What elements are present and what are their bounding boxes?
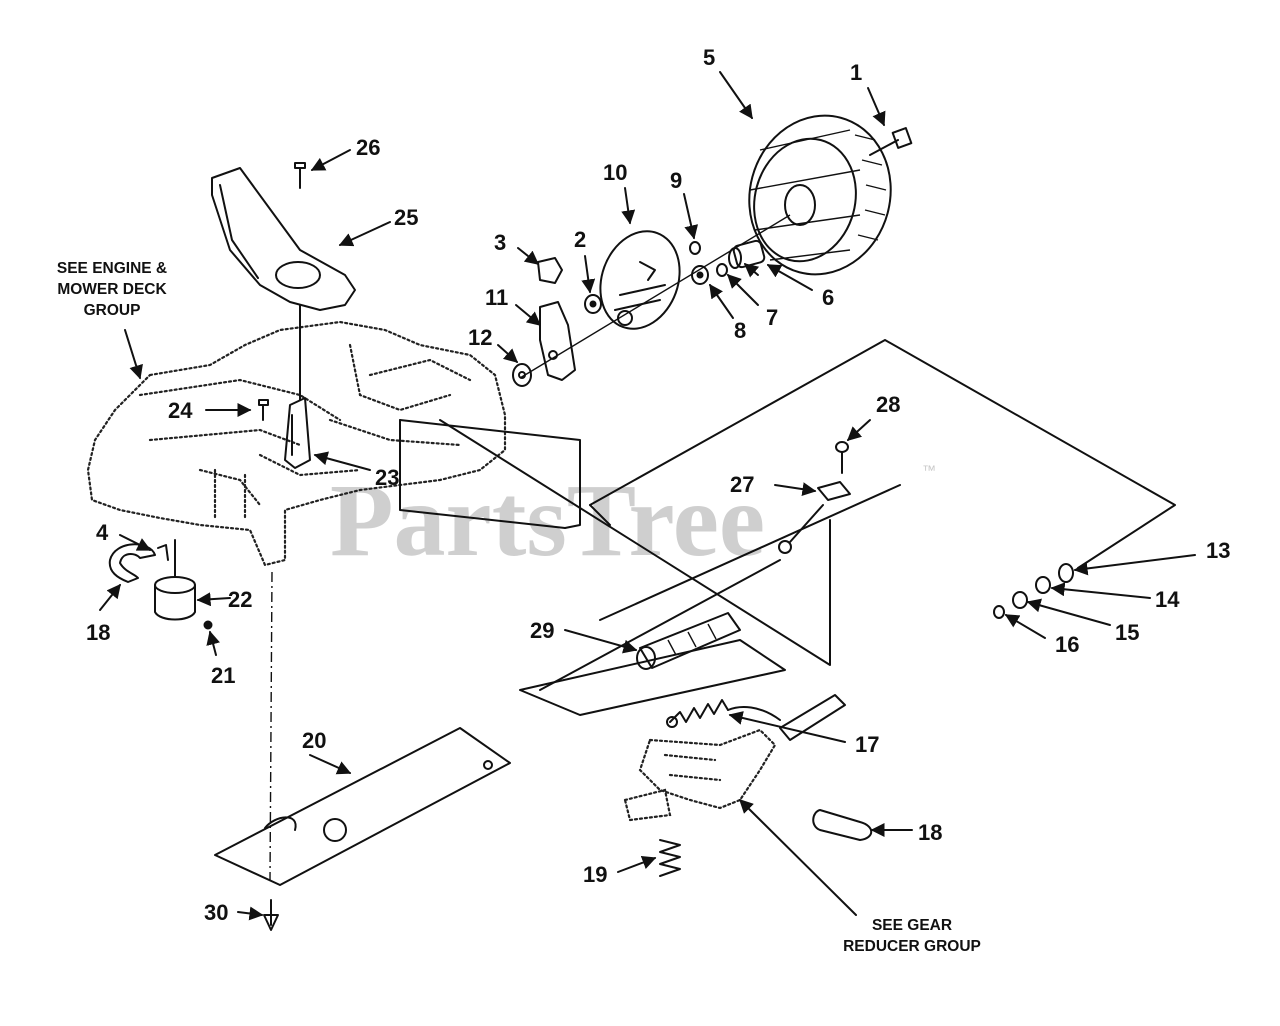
washer-13 [1058, 563, 1074, 583]
leader-arrows [99, 71, 1196, 921]
engine-group-note: SEE ENGINE & MOWER DECK GROUP [57, 260, 168, 319]
nut-2 [584, 294, 602, 314]
callout-2: 2 [574, 227, 586, 252]
callout-25: 25 [394, 205, 418, 230]
nut-21 [203, 620, 213, 630]
bolt-1 [869, 127, 913, 156]
callout-1: 1 [850, 60, 862, 85]
callout-3: 3 [494, 230, 506, 255]
washer-9 [689, 241, 701, 255]
engine-note-line2: MOWER DECK [57, 281, 167, 298]
spring-17 [666, 699, 781, 728]
clip-3 [537, 257, 563, 284]
callout-17: 17 [855, 732, 879, 757]
plate-27 [778, 481, 851, 554]
height-bracket-23 [284, 397, 311, 469]
bolt-28 [835, 441, 849, 474]
callout-26: 26 [356, 135, 380, 160]
callout-11: 11 [485, 285, 508, 310]
mower-deck-outline [86, 320, 507, 567]
gear-reducer-outline [623, 728, 777, 822]
callout-13: 13 [1206, 538, 1230, 563]
washer-7 [716, 263, 728, 277]
bushing-6 [728, 239, 766, 269]
rod [779, 694, 846, 741]
axle-line [519, 214, 791, 379]
callout-21: 21 [211, 663, 235, 688]
callout-7: 7 [766, 305, 778, 330]
callout-10: 10 [603, 160, 627, 185]
handle-bracket-25 [211, 167, 356, 401]
ring-16 [993, 605, 1005, 619]
washer-14 [1035, 576, 1051, 594]
washer-12 [512, 363, 532, 387]
engine-note-line1: SEE ENGINE & [57, 260, 167, 277]
callout-20: 20 [302, 728, 326, 753]
drive-plate-10 [599, 230, 681, 330]
callout-12: 12 [468, 325, 492, 350]
bolt-30 [263, 899, 279, 931]
screw-26 [294, 162, 306, 189]
callout-28: 28 [876, 392, 900, 417]
callout-14: 14 [1155, 587, 1180, 612]
callout-15: 15 [1115, 620, 1139, 645]
callout-6: 6 [822, 285, 834, 310]
plate-20 [214, 727, 511, 886]
callout-18-left: 18 [86, 620, 110, 645]
gear-note-line2: REDUCER GROUP [843, 938, 981, 955]
pin-18-right [812, 809, 873, 841]
callout-30: 30 [204, 900, 228, 925]
callout-18-right: 18 [918, 820, 942, 845]
callout-23: 23 [375, 465, 399, 490]
bracket-11 [539, 301, 576, 381]
spring-19 [659, 839, 681, 877]
cable-outline [399, 339, 1176, 716]
callout-labels: 1 5 10 9 3 2 11 12 6 7 8 26 25 24 23 4 2… [86, 45, 1230, 925]
grip-29 [636, 612, 741, 670]
gear-reducer-note: SEE GEAR REDUCER GROUP [843, 917, 981, 955]
guide-line [269, 571, 273, 881]
bushing-22 [154, 539, 196, 621]
watermark-trademark: ™ [922, 462, 936, 478]
callout-4: 4 [96, 520, 109, 545]
callout-27: 27 [730, 472, 754, 497]
engine-note-line3: GROUP [84, 302, 141, 319]
watermark: PartsTree [330, 463, 765, 578]
screw-24 [258, 399, 269, 421]
callout-22: 22 [228, 587, 252, 612]
callout-9: 9 [670, 168, 682, 193]
washer-15 [1012, 591, 1028, 609]
callout-16: 16 [1055, 632, 1079, 657]
nut-8 [691, 265, 709, 285]
callout-8: 8 [734, 318, 746, 343]
callout-5: 5 [703, 45, 715, 70]
gear-note-line1: SEE GEAR [872, 917, 952, 934]
callout-19: 19 [583, 862, 607, 887]
callout-29: 29 [530, 618, 554, 643]
pin-4 [157, 544, 169, 561]
wheel-5 [748, 114, 892, 276]
callout-24: 24 [168, 398, 193, 423]
